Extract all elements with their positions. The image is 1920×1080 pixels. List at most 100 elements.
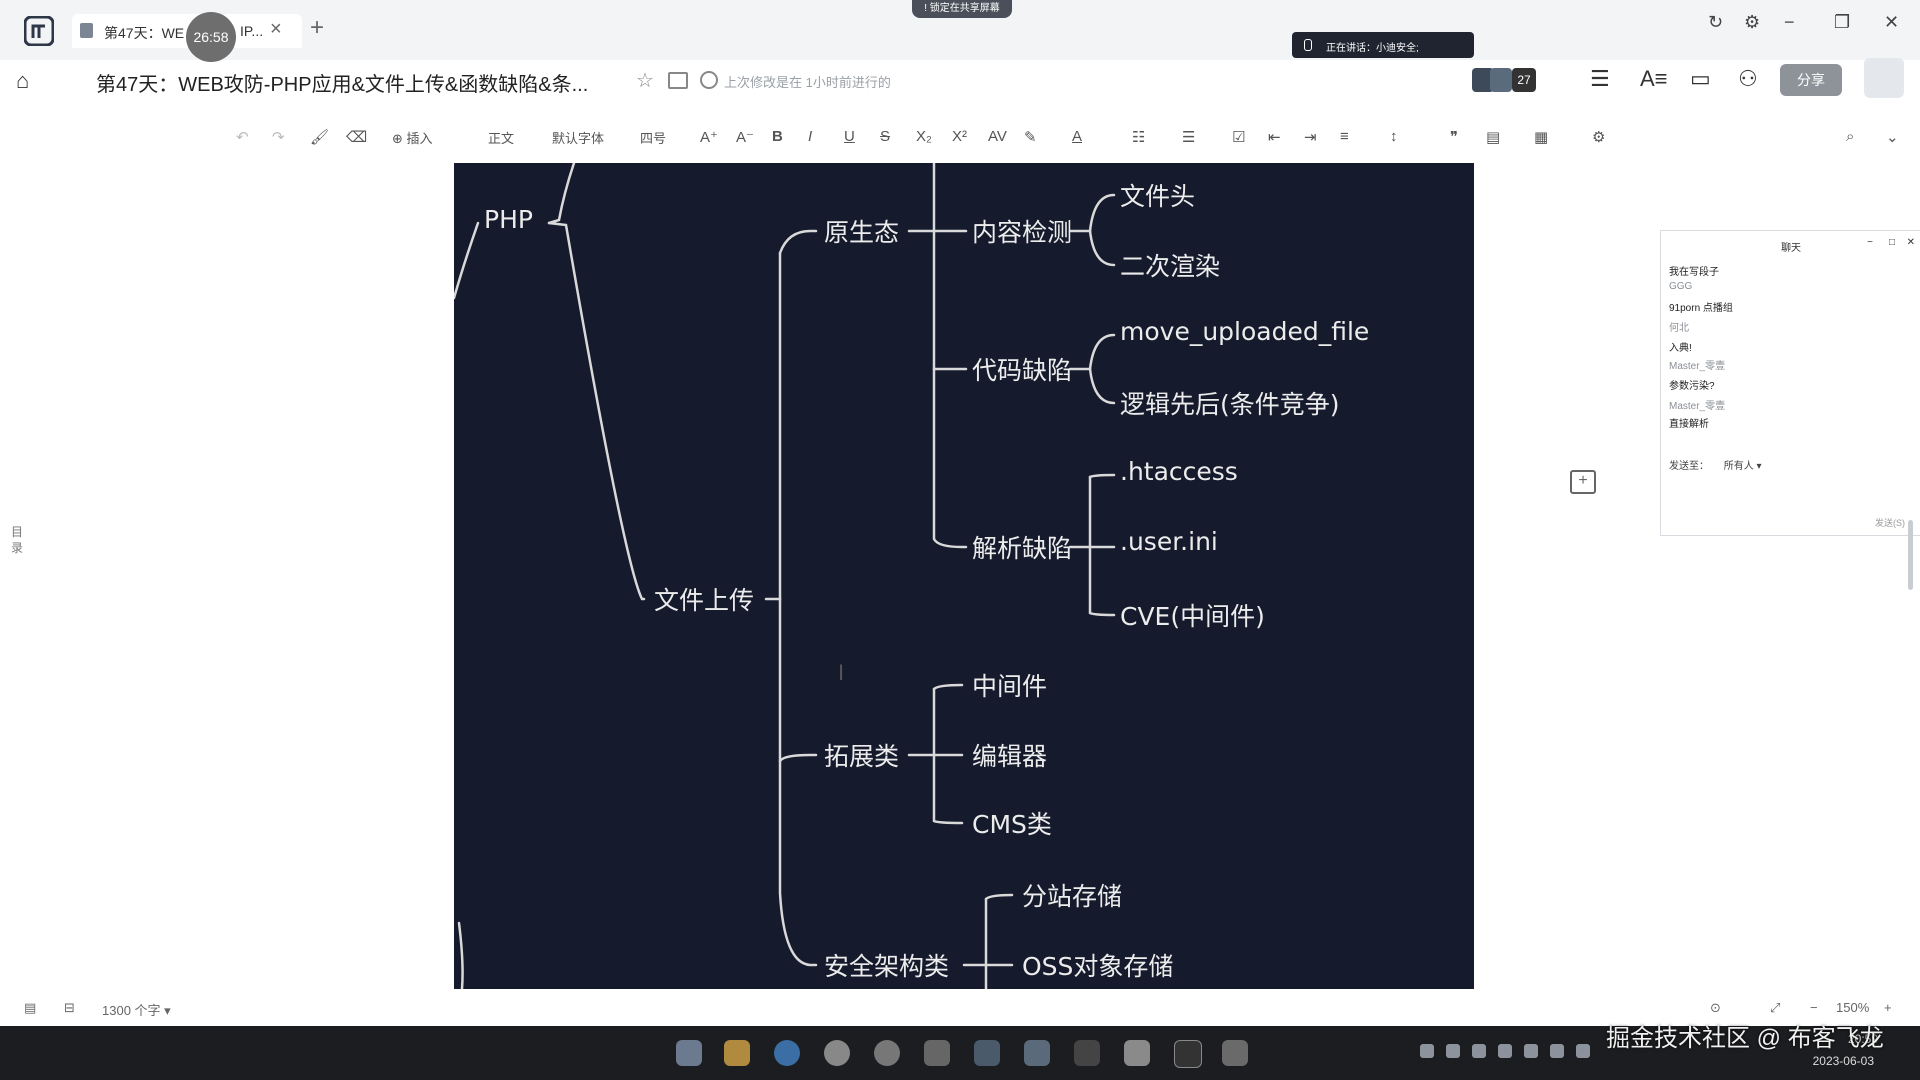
- node-code-defect: 代码缺陷: [972, 351, 1072, 387]
- bullet-list-icon[interactable]: ☷: [1132, 128, 1145, 146]
- outdent-icon[interactable]: ⇤: [1268, 128, 1281, 146]
- font-grow-button[interactable]: A⁺: [700, 128, 718, 146]
- app-icon[interactable]: [924, 1040, 950, 1066]
- user-avatar[interactable]: [1864, 58, 1904, 98]
- indent-icon[interactable]: ⇥: [1304, 128, 1317, 146]
- security-app-icon[interactable]: [1222, 1040, 1248, 1066]
- node-content-check: 内容检测: [972, 213, 1072, 249]
- file-explorer-icon[interactable]: [724, 1040, 750, 1066]
- format-painter-icon[interactable]: 🖌: [310, 128, 329, 146]
- highlight-icon[interactable]: ✎: [1024, 128, 1037, 146]
- fullscreen-icon[interactable]: ⤢: [1770, 1000, 1780, 1016]
- callout-icon[interactable]: ▤: [1486, 128, 1500, 146]
- superscript-button[interactable]: X²: [952, 128, 967, 145]
- tab-close-icon[interactable]: ×: [270, 18, 282, 41]
- send-button[interactable]: 发送(S): [1875, 516, 1905, 529]
- node-htaccess: .htaccess: [1120, 457, 1238, 486]
- move-to-folder-icon[interactable]: [668, 72, 688, 89]
- notes-app-icon[interactable]: [974, 1040, 1000, 1066]
- tray-icon[interactable]: [1472, 1044, 1486, 1058]
- underline-button[interactable]: U: [844, 128, 855, 145]
- scrollbar-thumb[interactable]: [1908, 520, 1913, 590]
- send-to-select[interactable]: 所有人 ▾: [1724, 461, 1762, 472]
- tray-icon[interactable]: [1446, 1044, 1460, 1058]
- chat-minimize-icon[interactable]: −: [1867, 237, 1873, 248]
- screen-share-indicator[interactable]: ! 锁定在共享屏幕: [912, 0, 1012, 18]
- chrome-browser-icon[interactable]: [824, 1040, 850, 1066]
- home-icon[interactable]: ⌂: [16, 68, 29, 94]
- strikethrough-button[interactable]: S: [880, 128, 890, 145]
- tray-icon[interactable]: [1524, 1044, 1538, 1058]
- start-menu-icon[interactable]: [676, 1040, 702, 1066]
- clock-date[interactable]: 2023-06-03: [1813, 1054, 1874, 1068]
- app-icon[interactable]: [1074, 1040, 1100, 1066]
- paragraph-style-select[interactable]: 正文: [488, 128, 514, 147]
- phpstorm-icon[interactable]: [1174, 1040, 1202, 1068]
- font-family-select[interactable]: 默认字体: [552, 128, 604, 147]
- app-logo-icon[interactable]: [24, 16, 54, 46]
- present-icon[interactable]: ▭: [1690, 66, 1711, 92]
- photos-app-icon[interactable]: [1024, 1040, 1050, 1066]
- quote-icon[interactable]: ❞: [1450, 128, 1458, 146]
- print-layout-icon[interactable]: ⊟: [64, 1000, 75, 1016]
- zoom-in-button[interactable]: +: [1884, 1000, 1892, 1015]
- numbered-list-icon[interactable]: ☰: [1182, 128, 1195, 146]
- chat-close-icon[interactable]: ✕: [1907, 237, 1915, 248]
- bold-button[interactable]: B: [772, 128, 783, 145]
- menu-icon[interactable]: ☰: [1590, 66, 1610, 92]
- document-title[interactable]: 第47天：WEB攻防-PHP应用&文件上传&函数缺陷&条...: [96, 68, 588, 97]
- minimize-icon[interactable]: −: [1784, 12, 1795, 33]
- add-collaborator-icon[interactable]: ⚇: [1738, 66, 1758, 92]
- subscript-button[interactable]: X₂: [916, 128, 932, 145]
- speaking-indicator: 正在讲话：小迪安全;: [1292, 32, 1474, 58]
- text-format-icon[interactable]: A≡: [1640, 66, 1668, 92]
- search-icon[interactable]: ⌕: [1846, 128, 1854, 145]
- insert-menu[interactable]: ⊕ 插入: [392, 128, 433, 147]
- edge-browser-icon[interactable]: [774, 1040, 800, 1066]
- restore-icon[interactable]: ❐: [1834, 12, 1850, 33]
- word-count[interactable]: 1300 个字 ▾: [102, 1000, 171, 1019]
- line-spacing-icon[interactable]: ↕: [1390, 128, 1398, 145]
- node-race-condition: 逻辑先后(条件竞争): [1120, 385, 1340, 421]
- chat-panel[interactable]: 聊天 − □ ✕ 我在写段子 GGG 91porn 点播组 何北 入典! Mas…: [1660, 230, 1920, 536]
- page-view-icon[interactable]: ▤: [24, 1000, 36, 1016]
- align-icon[interactable]: ≡: [1340, 128, 1349, 145]
- avatar: [1490, 68, 1512, 92]
- redo-icon[interactable]: ↷: [272, 128, 285, 146]
- java-app-icon[interactable]: [1124, 1040, 1150, 1066]
- chat-line: Master_零壹: [1669, 357, 1725, 372]
- zoom-level[interactable]: 150%: [1836, 1000, 1869, 1015]
- collaborator-avatars[interactable]: 27: [1472, 68, 1538, 92]
- firefox-browser-icon[interactable]: [874, 1040, 900, 1066]
- mindmap-connectors: [454, 163, 1474, 989]
- tray-icon[interactable]: [1576, 1044, 1590, 1058]
- add-comment-icon[interactable]: +: [1570, 470, 1596, 494]
- chat-maximize-icon[interactable]: □: [1889, 237, 1895, 248]
- tray-icon[interactable]: [1498, 1044, 1512, 1058]
- table-icon[interactable]: ▦: [1534, 128, 1548, 146]
- undo-icon[interactable]: ↶: [236, 128, 249, 146]
- locate-icon[interactable]: ⊙: [1710, 1000, 1721, 1016]
- font-color-button[interactable]: A: [1072, 128, 1082, 145]
- text-cursor-icon: I: [838, 660, 844, 686]
- eraser-icon[interactable]: ⌫: [346, 128, 367, 146]
- plugin-icon[interactable]: ⚙: [1592, 128, 1605, 146]
- font-size-select[interactable]: 四号: [640, 128, 666, 147]
- saved-check-icon: [700, 71, 718, 89]
- zoom-out-button[interactable]: −: [1810, 1000, 1818, 1015]
- checklist-icon[interactable]: ☑: [1232, 128, 1245, 146]
- tray-icon[interactable]: [1420, 1044, 1434, 1058]
- collapse-toolbar-icon[interactable]: ⌄: [1886, 128, 1899, 146]
- italic-button[interactable]: I: [808, 128, 812, 145]
- format-toolbar: ↶ ↷ 🖌 ⌫ ⊕ 插入 正文 默认字体 四号 A⁺ A⁻ B I U S X₂…: [0, 120, 1920, 154]
- outline-tab[interactable]: 目录: [6, 524, 28, 568]
- font-shrink-button[interactable]: A⁻: [736, 128, 754, 146]
- share-button[interactable]: 分享: [1780, 64, 1842, 96]
- new-tab-icon[interactable]: +: [310, 14, 324, 42]
- close-window-icon[interactable]: ✕: [1884, 12, 1899, 33]
- settings-gear-icon[interactable]: ⚙: [1744, 12, 1760, 33]
- star-icon[interactable]: ☆: [636, 68, 654, 93]
- char-spacing-icon[interactable]: AV: [988, 128, 1007, 145]
- tray-icon[interactable]: [1550, 1044, 1564, 1058]
- refresh-icon[interactable]: ↻: [1708, 12, 1723, 33]
